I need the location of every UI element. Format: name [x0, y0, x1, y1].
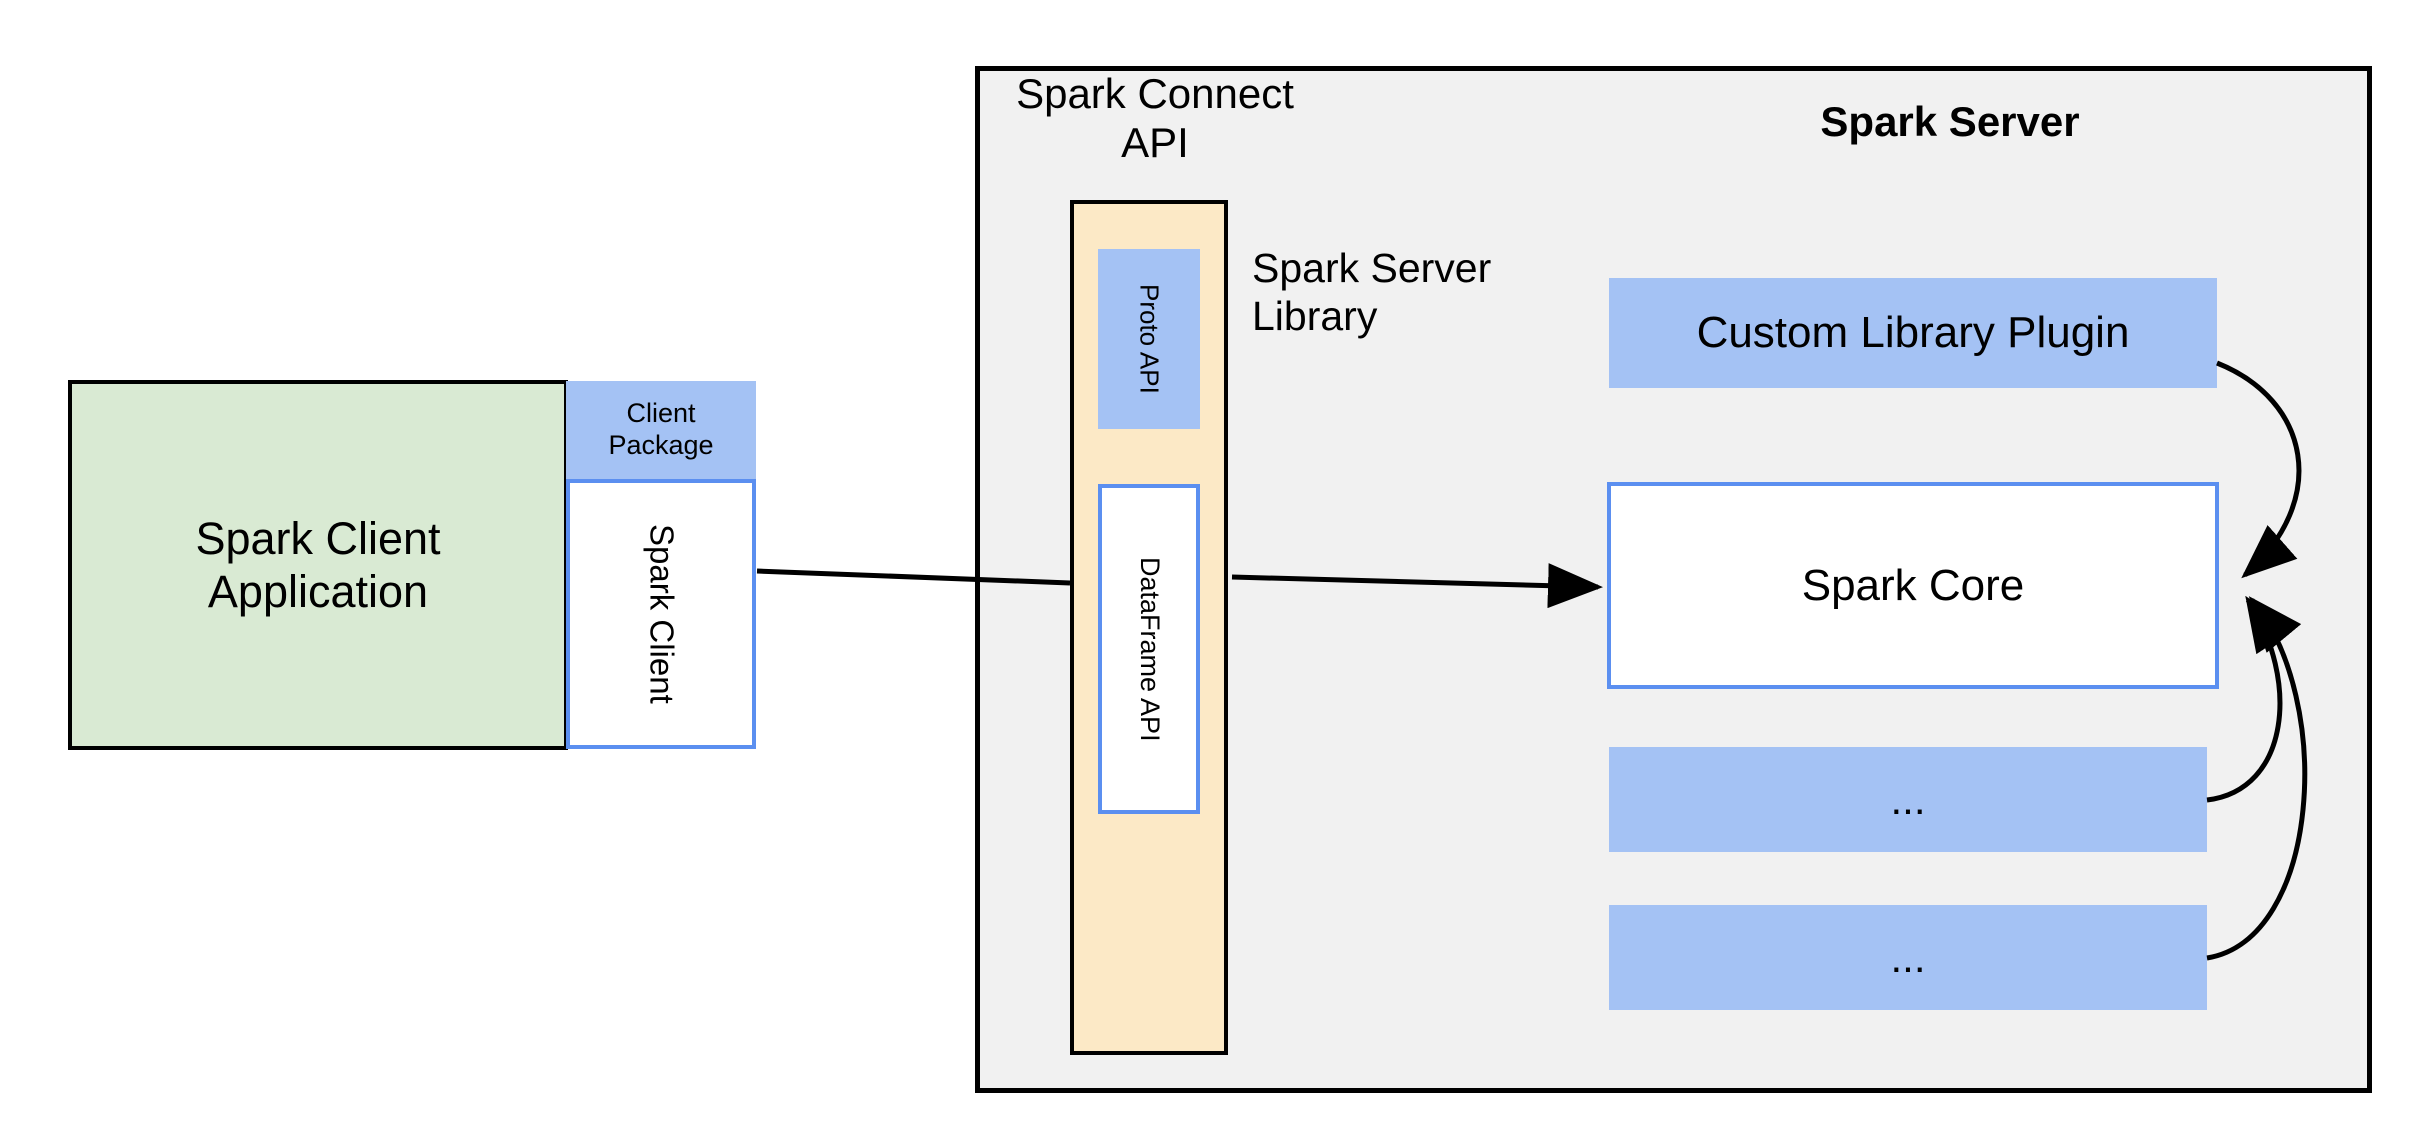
placeholder-component-box-2[interactable]: ... [1609, 905, 2207, 1010]
client-package-box[interactable]: Client Package [566, 381, 756, 479]
placeholder-component-label-1: ... [1890, 775, 1926, 823]
spark-core-box[interactable]: Spark Core [1607, 482, 2219, 689]
dataframe-api-box[interactable]: DataFrame API [1098, 484, 1200, 814]
spark-client-box[interactable]: Spark Client [566, 479, 756, 749]
spark-client-application-label: Spark Client Application [195, 512, 441, 617]
custom-library-plugin-box[interactable]: Custom Library Plugin [1609, 278, 2217, 388]
dataframe-api-label: DataFrame API [1134, 556, 1165, 742]
placeholder-component-box-1[interactable]: ... [1609, 747, 2207, 852]
spark-server-title: Spark Server [1820, 98, 2080, 145]
spark-server-library-label: Spark Server Library [1252, 245, 1492, 339]
spark-client-label: Spark Client [643, 524, 681, 704]
spark-client-application-box[interactable]: Spark Client Application [68, 380, 568, 750]
spark-core-label: Spark Core [1801, 560, 2025, 610]
proto-api-label: Proto API [1134, 284, 1165, 394]
custom-library-plugin-label: Custom Library Plugin [1696, 308, 2130, 358]
spark-connect-api-label: Spark Connect API [1016, 70, 1294, 166]
placeholder-component-label-2: ... [1890, 933, 1926, 981]
client-package-label: Client Package [608, 398, 714, 460]
proto-api-box[interactable]: Proto API [1098, 249, 1200, 429]
